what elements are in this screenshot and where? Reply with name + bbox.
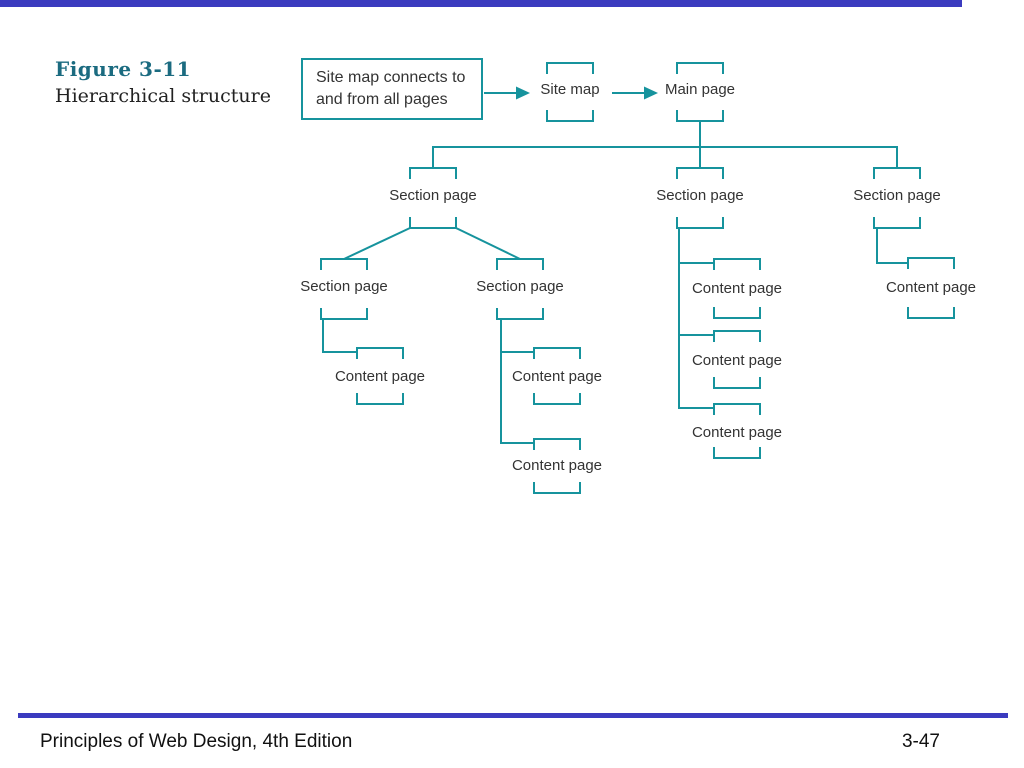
node-label-section-1b: Section page [476, 278, 564, 295]
site-map-bottom-bracket [546, 110, 594, 122]
node-label-content-1a: Content page [334, 368, 426, 385]
node-label-main-page: Main page [664, 81, 736, 98]
callout-line-2: and from all pages [316, 91, 448, 108]
callout-box: Site map connects to and from all pages [301, 58, 483, 120]
node-label-content-2-1: Content page [691, 280, 783, 297]
node-label-section-1: Section page [389, 187, 477, 204]
arrowhead-1-icon [516, 86, 530, 100]
content-2-1-top-bracket [713, 258, 761, 270]
section-1a-top-bracket [320, 258, 368, 270]
figure-caption: Figure 3-11 Hierarchical structure [55, 57, 271, 107]
section-2-top-bracket [676, 167, 724, 179]
content-1b-2-top-bracket [533, 438, 581, 450]
content-2-3-top-bracket [713, 403, 761, 415]
node-label-content-2-2: Content page [691, 352, 783, 369]
connector-diagonal-left [343, 227, 411, 260]
callout-line-1: Site map connects to [316, 69, 466, 86]
content-2-3-bottom-bracket [713, 447, 761, 459]
content-3-top-bracket [907, 257, 955, 269]
section-1b-bottom-bracket [496, 308, 544, 320]
node-label-content-1b-2: Content page [511, 457, 603, 474]
content-2-2-bottom-bracket [713, 377, 761, 389]
section-1a-bottom-bracket [320, 308, 368, 320]
node-label-section-1a: Section page [300, 278, 388, 295]
top-rule [0, 0, 962, 7]
node-label-section-2: Section page [656, 187, 744, 204]
node-label-section-3: Section page [853, 187, 941, 204]
figure-number: Figure 3-11 [55, 57, 192, 81]
figure-title: Hierarchical structure [55, 85, 271, 107]
section-3-top-bracket [873, 167, 921, 179]
content-1a-bottom-bracket [356, 393, 404, 405]
content-2-1-bottom-bracket [713, 307, 761, 319]
arrowhead-2-icon [644, 86, 658, 100]
main-page-bottom-bracket [676, 110, 724, 122]
connector-diagonal-right [455, 227, 521, 260]
section-1-top-bracket [409, 167, 457, 179]
footer-book-title: Principles of Web Design, 4th Edition [40, 731, 353, 752]
content-1a-top-bracket [356, 347, 404, 359]
footer-page-number: 3-47 [901, 731, 940, 752]
node-label-content-2-3: Content page [691, 424, 783, 441]
site-map-top-bracket [546, 62, 594, 74]
section-3-bottom-bracket [873, 217, 921, 229]
content-3-bottom-bracket [907, 307, 955, 319]
section-2-bottom-bracket [676, 217, 724, 229]
footer-rule [18, 713, 1008, 718]
section-1b-top-bracket [496, 258, 544, 270]
content-1b-2-bottom-bracket [533, 482, 581, 494]
connector-1b-spine [500, 319, 534, 444]
content-1b-1-top-bracket [533, 347, 581, 359]
main-page-top-bracket [676, 62, 724, 74]
section-1-bottom-bracket [409, 217, 457, 229]
content-1b-1-bottom-bracket [533, 393, 581, 405]
node-label-content-3: Content page [885, 279, 977, 296]
content-2-2-top-bracket [713, 330, 761, 342]
connector-2-spine [678, 228, 714, 409]
connector-1a-content [322, 319, 357, 353]
node-label-content-1b-1: Content page [511, 368, 603, 385]
connector-3-content [876, 228, 908, 264]
node-label-site-map: Site map [540, 81, 600, 98]
connector-rail [432, 146, 898, 168]
